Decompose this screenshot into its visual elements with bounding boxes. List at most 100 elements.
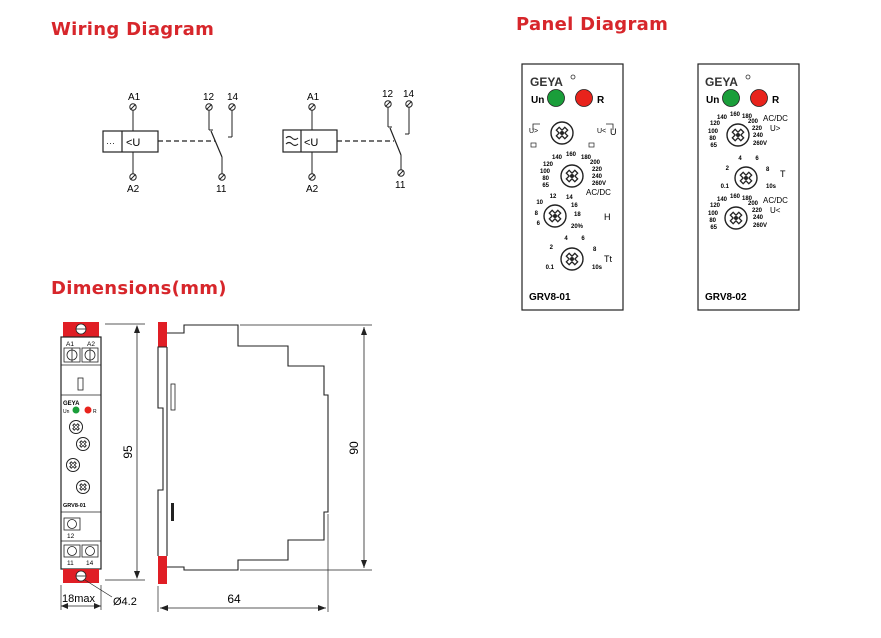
coil-symbol: <U	[126, 137, 140, 149]
terminal-14-screw	[228, 103, 236, 111]
svg-text:20%: 20%	[571, 224, 584, 230]
side-view	[157, 322, 329, 584]
svg-text:160: 160	[730, 194, 741, 200]
hysteresis-scale: 6 8 10 12 14 16 18 20%	[535, 194, 584, 230]
model-label: GRV8-01	[529, 292, 571, 303]
terminal-a2-label: A2	[127, 184, 140, 195]
svg-text:100: 100	[708, 211, 719, 217]
terminal-a2-label: A2	[306, 184, 319, 195]
dimension-95: 95	[105, 323, 145, 581]
terminal-a1-screw	[308, 103, 316, 111]
svg-text:8: 8	[593, 247, 597, 253]
wiring-diagram-heading: Wiring Diagram	[51, 19, 215, 40]
front-view: A1 A2 GEYA Un R GRV8-01 12 11 14	[60, 322, 102, 583]
svg-text:8: 8	[766, 167, 770, 173]
front-voltage-knob[interactable]	[76, 437, 90, 451]
svg-text:2: 2	[726, 166, 730, 172]
time-knob[interactable]	[560, 247, 584, 271]
front-hysteresis-knob[interactable]	[66, 458, 80, 472]
svg-text:10s: 10s	[592, 265, 603, 271]
svg-text:140: 140	[552, 155, 563, 161]
led-un-indicator	[722, 89, 740, 107]
dimension-90-label: 90	[347, 441, 361, 455]
lock-icon	[588, 142, 595, 148]
side-top-clip	[158, 322, 167, 347]
svg-text:260V: 260V	[753, 223, 767, 229]
time-scale: 0.1 2 4 6 8 10s	[546, 236, 603, 271]
svg-text:0.1: 0.1	[546, 265, 555, 271]
lock-icon	[530, 142, 537, 148]
acdc-label: AC/DC	[763, 196, 788, 205]
dimension-95-label: 95	[121, 445, 135, 459]
terminal-a2-screw	[308, 173, 316, 181]
terminal-14-label: 14	[227, 92, 239, 103]
u-over-label: U>	[529, 128, 538, 135]
dimension-18-label: 18max	[62, 593, 96, 605]
under-voltage-knob[interactable]	[724, 206, 748, 230]
svg-text:4: 4	[564, 236, 568, 242]
led-r-indicator	[750, 89, 768, 107]
svg-text:220: 220	[752, 126, 763, 132]
hysteresis-knob[interactable]	[543, 204, 567, 228]
dimension-64: 64	[157, 514, 329, 612]
front-r-label: R	[93, 409, 97, 415]
acdc-label: AC/DC	[586, 188, 611, 197]
dimension-18: 18max Ø4.2	[60, 579, 137, 610]
terminal-12-screw	[205, 103, 213, 111]
over-voltage-knob[interactable]	[726, 123, 750, 147]
u-under-label: U<	[770, 206, 781, 215]
panel-grv8-02: GEYA Un R 65 80 100 120 140 160 180 200 …	[697, 63, 800, 311]
svg-text:180: 180	[742, 196, 753, 202]
time-label: T	[780, 169, 786, 179]
terminal-a1-label: A1	[128, 92, 141, 103]
u-under-label: U<	[597, 128, 606, 135]
front-11-label: 11	[67, 560, 74, 567]
ac-symbol-icon	[285, 135, 299, 147]
terminal-11-label: 11	[395, 180, 406, 191]
svg-text:160: 160	[566, 152, 577, 158]
terminal-11-label: 11	[216, 184, 227, 195]
svg-text:80: 80	[709, 218, 716, 224]
svg-text:240: 240	[753, 133, 764, 139]
svg-text:80: 80	[542, 176, 549, 182]
front-led-un	[72, 406, 80, 414]
svg-text:10s: 10s	[766, 184, 777, 190]
front-brand-logo: GEYA	[63, 401, 80, 407]
svg-text:100: 100	[708, 129, 719, 135]
svg-text:220: 220	[752, 208, 763, 214]
svg-text:100: 100	[540, 169, 551, 175]
switch-contact	[210, 130, 223, 158]
svg-text:6: 6	[755, 156, 759, 162]
terminal-11-screw	[397, 169, 405, 177]
svg-text:200: 200	[748, 119, 759, 125]
terminal-12-label: 12	[382, 89, 394, 100]
svg-text:···: ···	[106, 138, 115, 148]
voltage-knob[interactable]	[560, 164, 584, 188]
side-bottom-clip	[158, 556, 167, 584]
svg-text:260V: 260V	[753, 141, 767, 147]
svg-text:8: 8	[535, 211, 539, 217]
terminal-a2-screw	[129, 173, 137, 181]
terminal-14-screw	[405, 100, 413, 108]
svg-text:65: 65	[710, 143, 717, 149]
front-u-knob[interactable]	[69, 420, 83, 434]
led-un-indicator	[547, 89, 565, 107]
switch-contact	[389, 127, 402, 156]
svg-text:65: 65	[542, 183, 549, 189]
svg-text:260V: 260V	[592, 181, 606, 187]
front-time-knob[interactable]	[76, 480, 90, 494]
u-mode-knob[interactable]	[550, 121, 574, 145]
time-knob[interactable]	[734, 166, 758, 190]
hysteresis-label: H	[604, 212, 611, 222]
svg-text:14: 14	[566, 195, 573, 201]
svg-text:12: 12	[550, 194, 557, 200]
terminal-11-screw	[218, 173, 226, 181]
svg-text:6: 6	[581, 236, 585, 242]
svg-text:10: 10	[536, 200, 543, 206]
terminal-14-label: 14	[403, 89, 415, 100]
over-voltage-scale: 65 80 100 120 140 160 180 200 220 240 26…	[708, 112, 767, 149]
svg-text:240: 240	[753, 215, 764, 221]
side-profile	[167, 324, 329, 571]
svg-text:220: 220	[592, 167, 603, 173]
time-scale: 0.1 2 4 6 8 10s	[721, 156, 777, 190]
